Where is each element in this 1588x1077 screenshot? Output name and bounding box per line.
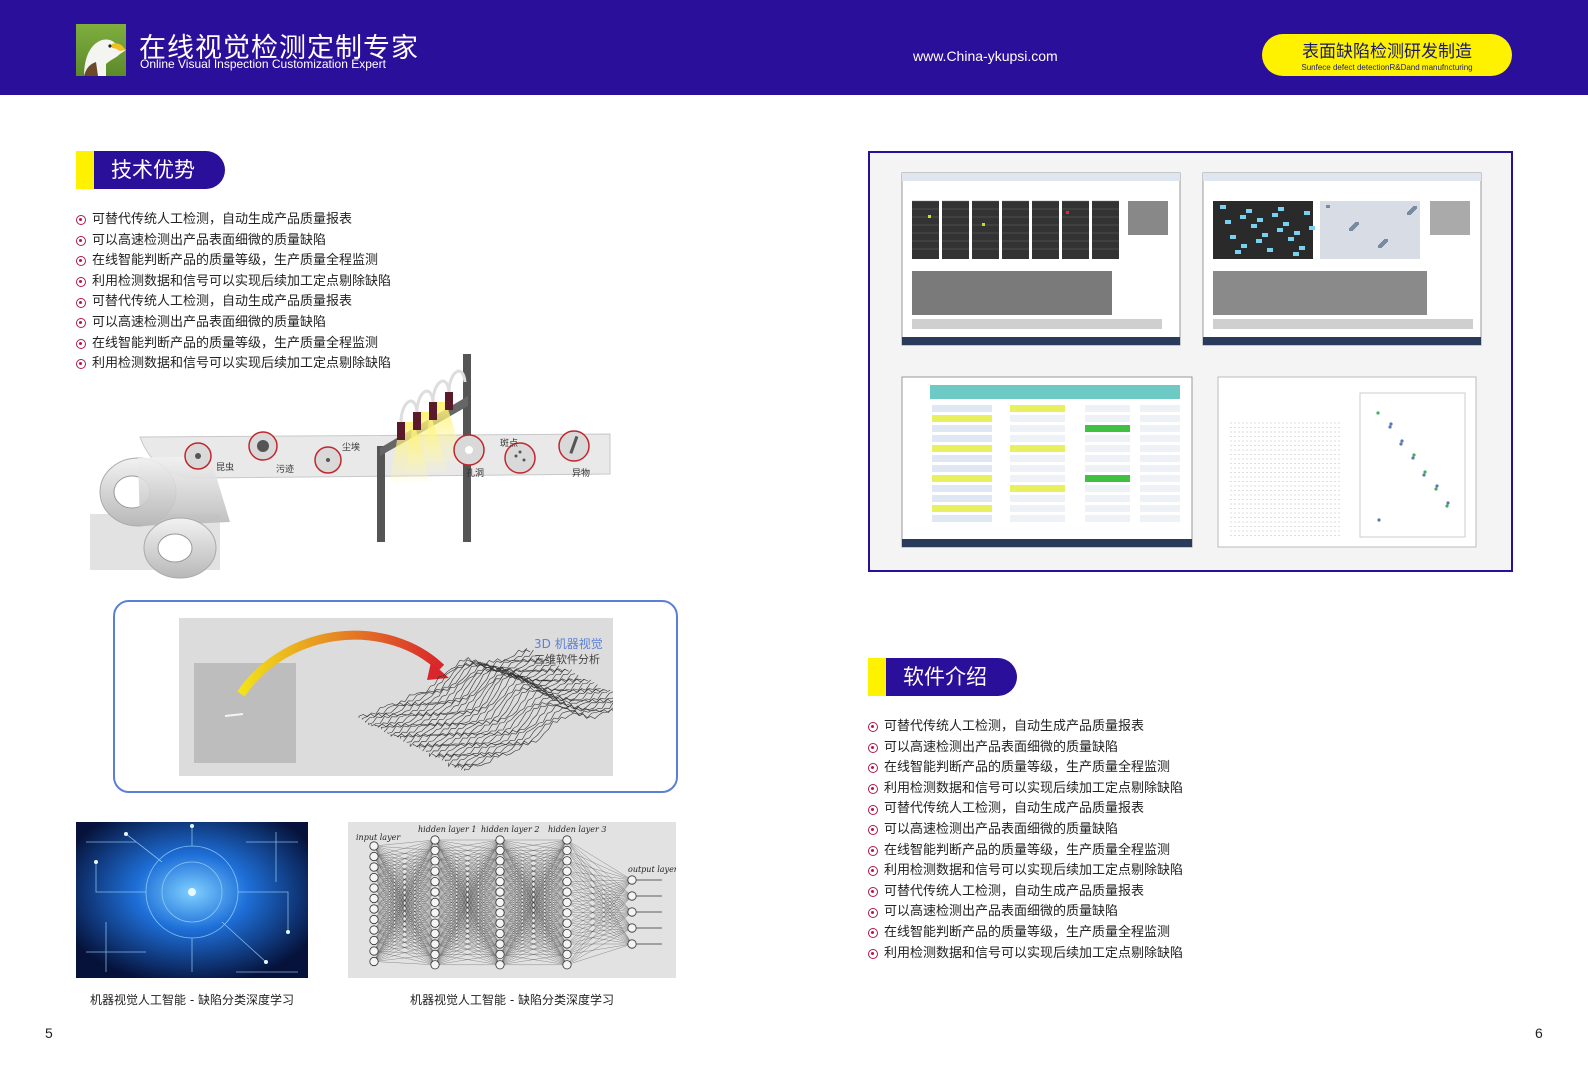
defect-label: 孔洞 (466, 468, 484, 479)
caption-neural-network: 机器视觉人工智能 - 缺陷分类深度学习 (410, 993, 614, 1007)
3d-vision-frame (113, 600, 678, 793)
bullet-target-icon (76, 338, 86, 349)
header-badge: 表面缺陷检测研发制造 Sunfece defect detectionR&Dan… (1262, 34, 1512, 76)
bullet-target-icon (868, 887, 878, 898)
defect-label: 异物 (572, 467, 590, 479)
list-item: 利用检测数据和信号可以实现后续加工定点剔除缺陷 (868, 779, 1183, 800)
software-intro-list: 可替代传统人工检测，自动生成产品质量报表 可以高速检测出产品表面细微的质量缺陷 … (868, 717, 1183, 964)
list-item: 在线智能判断产品的质量等级，生产质量全程监测 (868, 841, 1183, 862)
bullet-target-icon (868, 722, 878, 733)
list-item: 可以高速检测出产品表面细微的质量缺陷 (868, 820, 1183, 841)
title-accent-bar (76, 151, 94, 189)
figure-3d-subtitle: 三维软件分析 (534, 652, 600, 666)
list-item: 利用检测数据和信号可以实现后续加工定点剔除缺陷 (868, 861, 1183, 882)
bullet-target-icon (868, 763, 878, 774)
quality-report-view (1230, 392, 1466, 538)
list-item: 在线智能判断产品的质量等级，生产质量全程监测 (868, 923, 1183, 944)
list-item: 利用检测数据和信号可以实现后续加工定点剔除缺陷 (76, 354, 391, 375)
section-title-text: 软件介绍 (886, 658, 1017, 696)
bullet-target-icon (76, 277, 86, 288)
list-item: 可替代传统人工检测，自动生成产品质量报表 (76, 292, 391, 313)
bullet-target-icon (76, 215, 86, 226)
eagle-logo-icon (76, 24, 126, 76)
section-title-text: 技术优势 (94, 151, 225, 189)
defect-label: 尘埃 (342, 441, 360, 453)
list-item: 可以高速检测出产品表面细微的质量缺陷 (76, 231, 391, 252)
defect-inspection-illustration: 昆虫 污迹 尘埃 孔洞 斑点 异物 (90, 354, 611, 579)
list-item: 可以高速检测出产品表面细微的质量缺陷 (868, 902, 1183, 923)
network-connections (373, 839, 662, 965)
page-number-left: 5 (45, 1025, 53, 1041)
bullet-target-icon (76, 318, 86, 329)
neural-network-diagram: input layer hidden layer 1 hidden layer … (348, 822, 676, 978)
nn-hidden3-label: hidden layer 3 (548, 825, 606, 834)
page-number-right: 6 (1535, 1025, 1543, 1041)
title-accent-bar (868, 658, 886, 696)
inspection-grid-view (912, 200, 1119, 259)
bullet-target-icon (868, 742, 878, 753)
defect-map-view (1213, 201, 1420, 259)
3d-surface-plot (358, 648, 613, 771)
caption-ai-brain: 机器视觉人工智能 - 缺陷分类深度学习 (90, 993, 294, 1007)
bullet-target-icon (76, 256, 86, 267)
software-screenshot-frame (868, 151, 1513, 572)
nn-output-label: output layer (628, 865, 676, 874)
page-header: 在线视觉检测定制专家 Online Visual Inspection Cust… (0, 0, 1588, 95)
bullet-target-icon (868, 907, 878, 918)
bullet-target-icon (868, 784, 878, 795)
list-item: 可替代传统人工检测，自动生成产品质量报表 (868, 882, 1183, 903)
bullet-target-icon (76, 297, 86, 308)
defect-label: 污迹 (276, 463, 294, 475)
brand-title: 在线视觉检测定制专家 (139, 33, 419, 64)
tech-advantage-list: 可替代传统人工检测，自动生成产品质量报表 可以高速检测出产品表面细微的质量缺陷 … (76, 210, 391, 375)
list-item: 利用检测数据和信号可以实现后续加工定点剔除缺陷 (76, 272, 391, 293)
bullet-target-icon (76, 235, 86, 246)
nn-hidden2-label: hidden layer 2 (481, 825, 539, 834)
defect-label: 斑点 (500, 437, 518, 449)
list-item: 在线智能判断产品的质量等级，生产质量全程监测 (868, 758, 1183, 779)
list-item: 可替代传统人工检测，自动生成产品质量报表 (868, 717, 1183, 738)
list-item: 可替代传统人工检测，自动生成产品质量报表 (868, 799, 1183, 820)
nn-hidden1-label: hidden layer 1 (418, 825, 476, 834)
list-item: 在线智能判断产品的质量等级，生产质量全程监测 (76, 334, 391, 355)
network-nodes (369, 835, 637, 970)
list-item: 利用检测数据和信号可以实现后续加工定点剔除缺陷 (868, 944, 1183, 965)
list-item: 可以高速检测出产品表面细微的质量缺陷 (868, 738, 1183, 759)
quality-monitor-table (932, 405, 1180, 522)
figure-3d-title: 3D 机器视觉 (534, 636, 603, 651)
badge-title: 表面缺陷检测研发制造 (1302, 42, 1472, 62)
nn-input-label: input layer (356, 833, 401, 842)
bullet-target-icon (868, 825, 878, 836)
defect-label: 昆虫 (216, 461, 234, 473)
3d-vision-figure: 3D 机器视觉 三维软件分析 (179, 618, 613, 776)
badge-subtitle: Sunfece defect detectionR&Dand manufnctu… (1301, 63, 1473, 72)
bullet-target-icon (868, 845, 878, 856)
list-item: 可以高速检测出产品表面细微的质量缺陷 (76, 313, 391, 334)
bullet-target-icon (868, 804, 878, 815)
bullet-target-icon (868, 948, 878, 959)
ai-brain-image (76, 822, 308, 978)
brand-subtitle: Online Visual Inspection Customization E… (140, 57, 386, 71)
bullet-target-icon (868, 928, 878, 939)
software-screenshots (870, 153, 1511, 570)
website-url[interactable]: www.China-ykupsi.com (913, 48, 1058, 64)
bullet-target-icon (76, 359, 86, 370)
list-item: 在线智能判断产品的质量等级，生产质量全程监测 (76, 251, 391, 272)
list-item: 可替代传统人工检测，自动生成产品质量报表 (76, 210, 391, 231)
bullet-target-icon (868, 866, 878, 877)
